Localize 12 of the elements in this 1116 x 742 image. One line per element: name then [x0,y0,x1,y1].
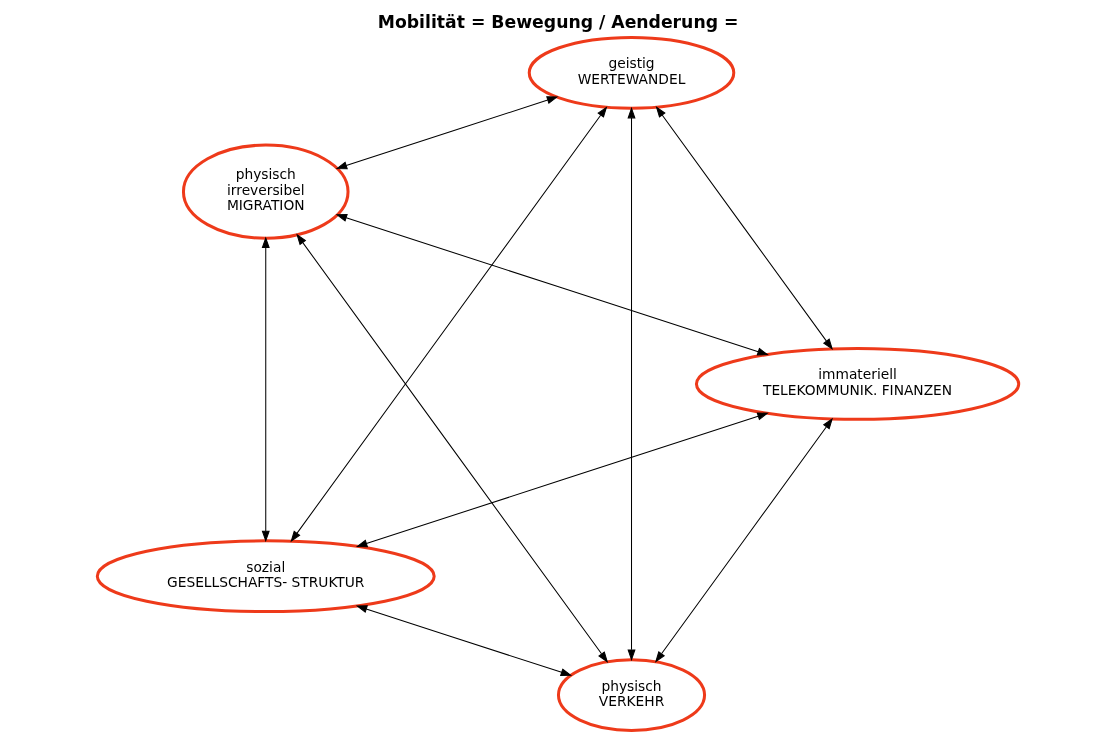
arrow [335,214,769,356]
arrow [355,412,769,548]
arrow [335,96,559,170]
diagram-title: Mobilität = Bewegung / Aenderung = [377,11,739,32]
arrow [627,106,636,662]
arrow [296,233,609,663]
arrow [654,417,833,663]
arrow [261,236,270,543]
arrow [355,605,573,677]
arrow [655,106,833,351]
node-ellipse: geistig WERTEWANDEL [527,35,736,110]
arrow [290,106,608,543]
